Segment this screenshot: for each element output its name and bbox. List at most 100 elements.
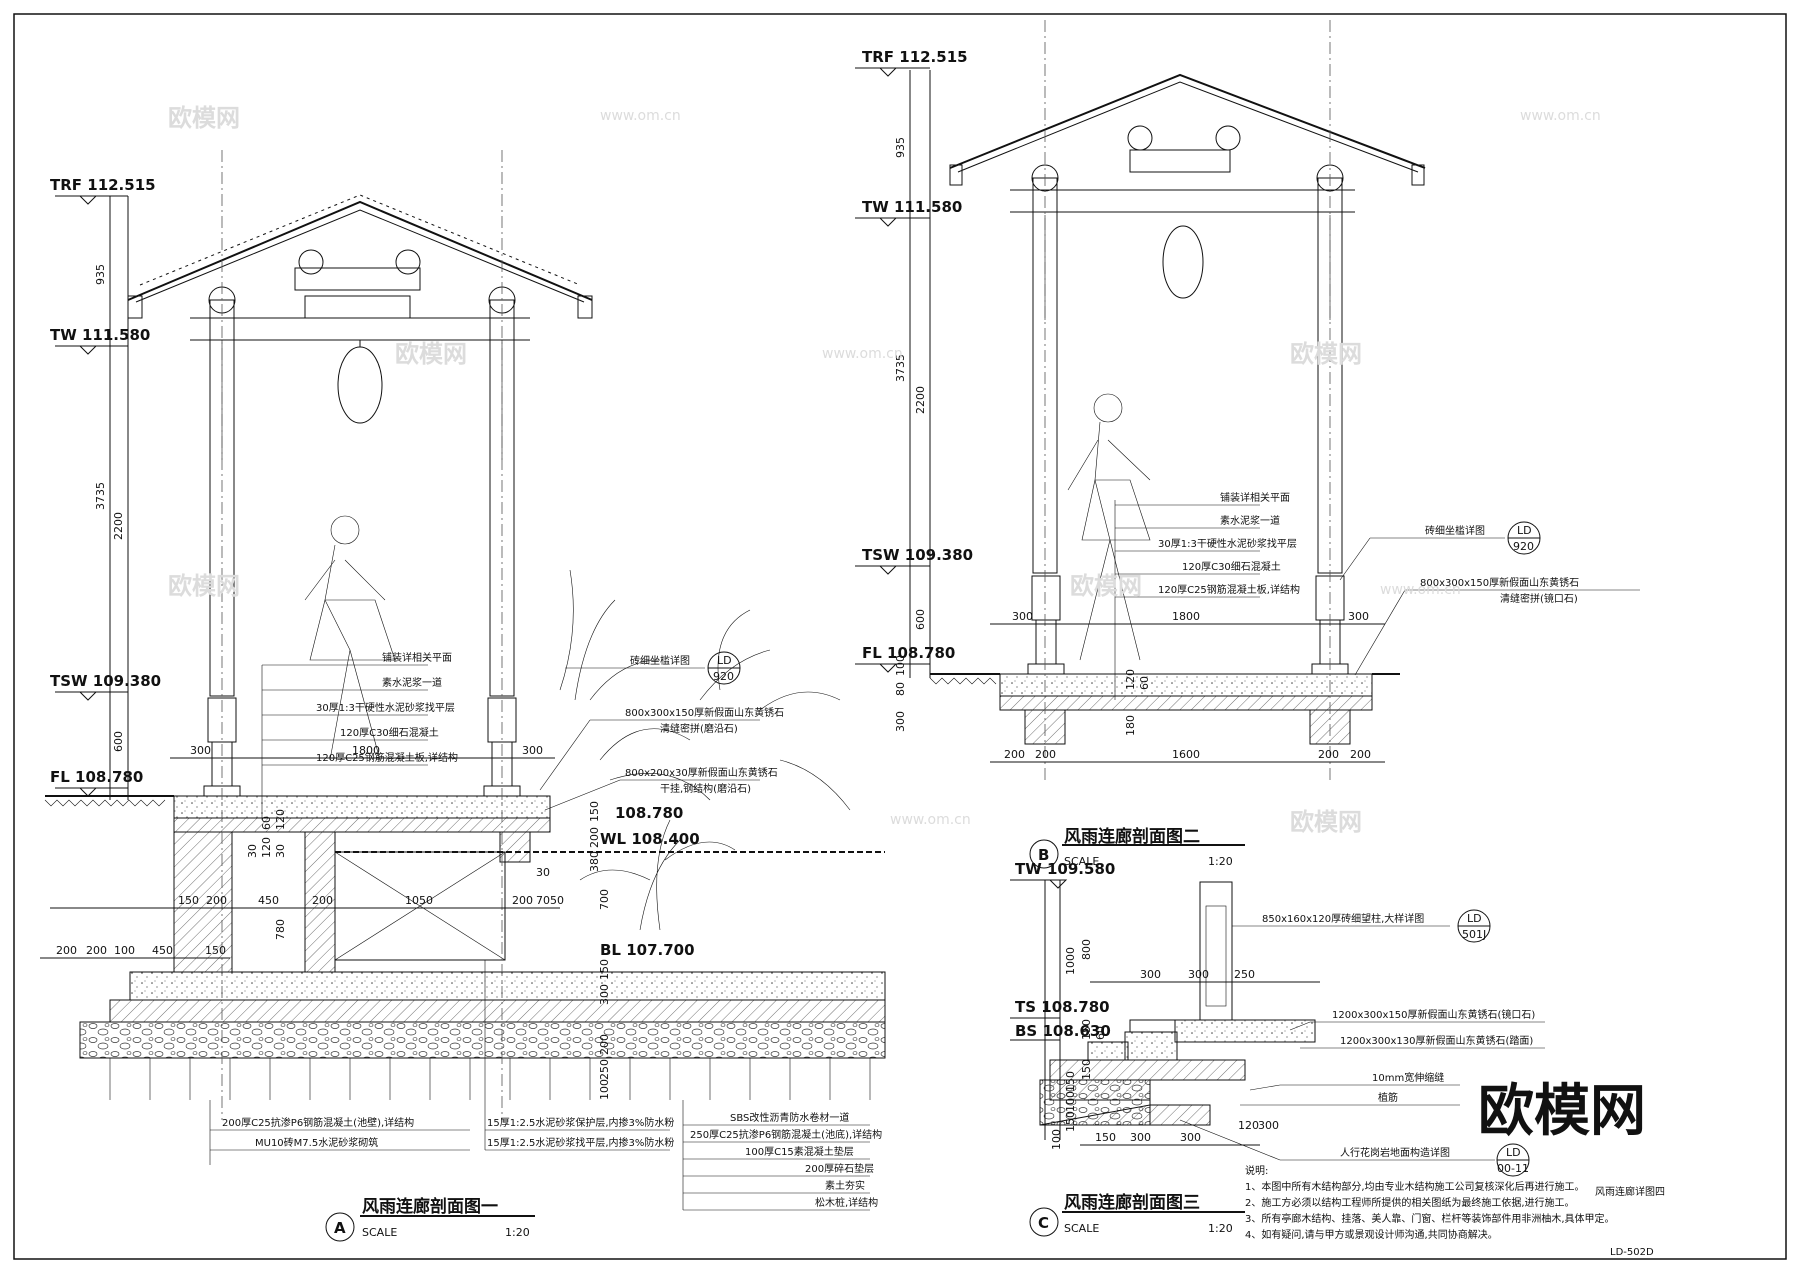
dim-a-30: 120 [274,809,287,830]
dim-a-5: 1800 [352,744,380,757]
note-a-l4: 120厚C25钢筋混凝土板,详结构 [316,751,458,764]
dim-b-15: 1600 [1172,748,1200,761]
dim-c-3: 300 [1188,968,1209,981]
note-c-4: 植筋 [1378,1091,1398,1104]
watermark-2: 欧模网 [395,340,467,368]
section-c [1010,879,1545,1237]
floor-slab-a [173,795,551,819]
note-b-l0: 铺装详相关平面 [1220,491,1290,504]
dim-a-1: 3735 [94,482,107,510]
notes-item-2: 2、施工方必须以结构工程师所提供的相关图纸为最终施工依据,进行施工。 [1245,1196,1575,1209]
note-a-c2: 100厚C15素混凝土垫层 [745,1145,854,1158]
title-c-scale: 1:20 [1208,1222,1233,1235]
lantern-a [337,346,383,424]
level-tw-a: TW 111.580 [50,326,150,344]
dim-a-27: 150 [588,801,601,822]
person-figure-b [1067,393,1151,661]
dim-a-6: 300 [522,744,543,757]
note-b-l4: 120厚C25钢筋混凝土板,详结构 [1158,583,1300,596]
note-b-l2: 30厚1:3干硬性水泥砂浆找平层 [1158,537,1297,550]
dim-b-5: 1800 [1172,610,1200,623]
dim-a-7: 150 [178,894,199,907]
dim-c-6: 150 [1080,1059,1093,1080]
dim-c-15: 120 [1238,1119,1259,1132]
callout-c2-top: LD [1506,1146,1521,1159]
note-a-r3: 800x200x30厚新假面山东黄锈石 [625,766,778,779]
dim-b-16: 200 [1318,748,1339,761]
section-a [40,150,886,1242]
level-fl-a: FL 108.780 [50,768,143,786]
dim-c-1: 1000 [1064,947,1077,975]
note-a-c0: SBS改性沥青防水卷材一道 [730,1111,849,1124]
section-a-title-circle [325,1212,355,1242]
dim-a-23: 300 [598,984,611,1005]
dim-a-9: 450 [258,894,279,907]
dim-a-2: 2200 [112,512,125,540]
watermark-6: 欧模网 [1290,808,1362,836]
watermark-url-1: www.om.cn [600,108,681,124]
dim-a-0: 935 [94,264,107,285]
dim-a-14: 50 [550,894,564,907]
sheet-border [13,13,1787,1260]
note-a-r2: 清缝密拼(磨沿石) [660,722,738,735]
watermark-url-3: www.om.cn [1520,108,1601,124]
watermark-1: 欧模网 [168,104,240,132]
title-a-scale-label: SCALE [362,1226,397,1239]
level-tsw-a: TSW 109.380 [50,672,161,690]
note-b-r2: 清缝密拼(镜口石) [1500,592,1578,605]
level-bs-c: BS 108.630 [1015,1022,1111,1040]
note-a-c4: 素土夯实 [825,1179,865,1192]
level-ts-c: TS 108.780 [1015,998,1110,1016]
callout-c2-bottom: 00-11 [1497,1162,1529,1175]
gravel-bed [79,1021,886,1059]
watermark-url-5: www.om.cn [890,812,971,828]
dim-b-12: 60 [1138,676,1151,690]
floor-slab-b [999,673,1373,697]
note-b-r0: 砖细坐槛详图 [1425,524,1485,537]
dim-a-26: 100 [598,1079,611,1100]
level-bl-a: BL 107.700 [600,941,695,959]
dim-a-25: 250 [598,1059,611,1080]
level-tsw-b: TSW 109.380 [862,546,973,564]
note-a-c1: 250厚C25抗渗P6钢筋混凝土(池底),详结构 [690,1128,882,1141]
title-a-scale: 1:20 [505,1226,530,1239]
note-a-b0: 200厚C25抗渗P6钢筋混凝土(池壁),详结构 [222,1116,414,1129]
dim-a-4: 300 [190,744,211,757]
dim-a-34: 30 [536,866,550,879]
dim-b-7: 80 [894,682,907,696]
dim-a-28: 200 [588,827,601,848]
section-b-title-circle [1029,839,1059,869]
level-trf-a: TRF 112.515 [50,176,156,194]
note-a-c5: 松木桩,详结构 [815,1196,878,1209]
dim-b-1: 3735 [894,354,907,382]
dim-c-2: 300 [1140,968,1161,981]
dim-b-11: 120 [1124,669,1137,690]
note-a-l3: 120厚C30细石混凝土 [340,726,439,739]
callout-c1-bottom: 501J [1462,928,1486,941]
notes-item-3: 3、所有亭廊木结构、挂落、美人靠、门窗、栏杆等装饰部件用非洲柚木,具体甲定。 [1245,1212,1615,1225]
dim-c-11: 100 [1050,1129,1063,1150]
note-a-b3: 15厚1:2.5水泥砂浆找平层,内掺3%防水粉 [487,1136,674,1149]
callout-c1-top: LD [1467,912,1482,925]
level-trf-b: TRF 112.515 [862,48,968,66]
dim-b-2: 2200 [914,386,927,414]
dim-c-12: 150 [1095,1131,1116,1144]
dim-a-24: 200 [598,1034,611,1055]
dim-a-13: 70 [536,894,550,907]
note-a-b2: 15厚1:2.5水泥砂浆保护层,内掺3%防水粉 [487,1116,674,1129]
note-c-5: 人行花岗岩地面构造详图 [1340,1146,1450,1159]
watermark-url-4: www.om.cn [1380,582,1461,598]
level-tw-b: TW 111.580 [862,198,962,216]
note-b-l1: 素水泥浆一道 [1220,514,1280,527]
dim-b-4: 300 [1012,610,1033,623]
watermark-5: 欧模网 [1070,572,1142,600]
dim-a-20: 780 [274,919,287,940]
watermark-4: 欧模网 [168,572,240,600]
note-c-2: 1200x300x130厚新假面山东黄锈石(踏面) [1340,1034,1533,1047]
dim-c-9: 100 [1064,1091,1077,1112]
person-figure-a [304,515,396,761]
watermark-3: 欧模网 [1290,340,1362,368]
note-b-r1: 800x300x150厚新假面山东黄锈石 [1420,576,1579,589]
title-b-letter: B [1038,846,1049,864]
